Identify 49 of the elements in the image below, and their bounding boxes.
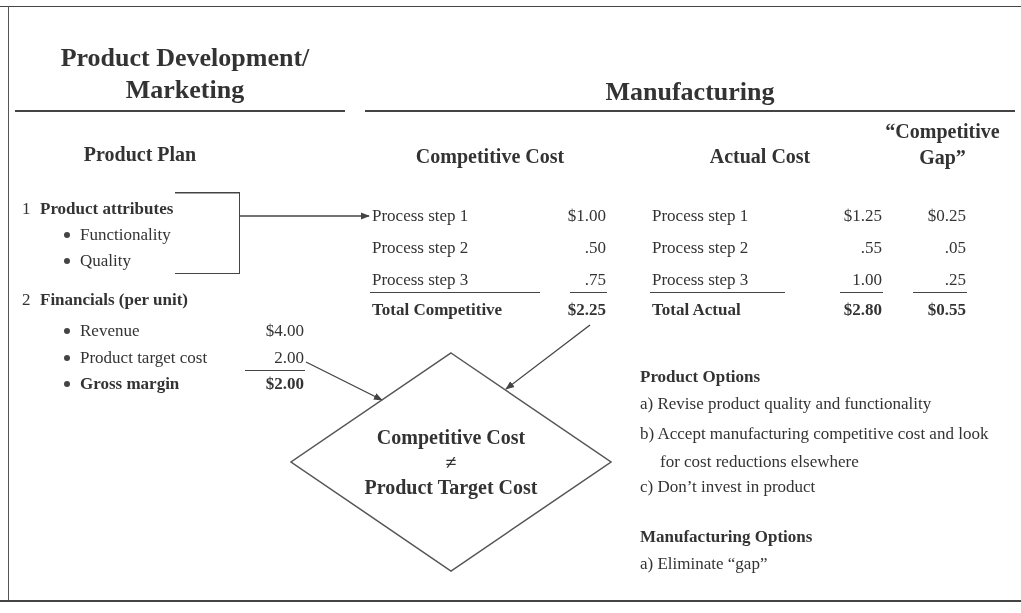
amount: $2.00 bbox=[264, 373, 304, 395]
row-label: Process step 1 bbox=[372, 205, 470, 227]
row-label: Process step 1 bbox=[652, 205, 750, 227]
list-item: Gross margin bbox=[80, 373, 181, 395]
arrow bbox=[305, 361, 383, 401]
column-heading: Actual Cost bbox=[708, 144, 812, 169]
amount: 2.00 bbox=[273, 347, 304, 369]
section-heading: Manufacturing Options bbox=[640, 526, 814, 548]
row-label: Process step 2 bbox=[652, 237, 750, 259]
arrow bbox=[239, 212, 370, 220]
cost-value: $1.25 bbox=[842, 205, 882, 227]
total-value: $0.55 bbox=[926, 299, 966, 321]
row-label: Process step 3 bbox=[372, 269, 470, 291]
cost-value: .75 bbox=[583, 269, 606, 291]
total-label: Total Actual bbox=[652, 299, 742, 321]
row-label: Process step 3 bbox=[652, 269, 750, 291]
section-heading: Financials (per unit) bbox=[40, 289, 189, 311]
diamond-text: Product Target Cost bbox=[363, 475, 539, 500]
cost-value: $1.00 bbox=[566, 205, 606, 227]
option-text: a) Eliminate “gap” bbox=[640, 553, 769, 575]
total-value: $2.80 bbox=[842, 299, 882, 321]
not-equal-sign: ≠ bbox=[444, 450, 458, 475]
gap-value: .05 bbox=[943, 237, 966, 259]
gap-value: .25 bbox=[943, 269, 966, 291]
diamond-text: Competitive Cost bbox=[375, 425, 527, 450]
column-heading: Competitive Cost bbox=[414, 144, 566, 169]
list-item: Product target cost bbox=[80, 347, 209, 369]
cost-value: .55 bbox=[859, 237, 882, 259]
gap-value: $0.25 bbox=[926, 205, 966, 227]
amount: $4.00 bbox=[264, 320, 304, 342]
total-value: $2.25 bbox=[566, 299, 606, 321]
arrow bbox=[505, 324, 591, 390]
heading: Manufacturing bbox=[604, 76, 776, 108]
option-text: a) Revise product quality and functionality bbox=[640, 393, 933, 415]
list-item: Quality bbox=[80, 250, 132, 272]
heading: Product Development/ Marketing bbox=[59, 42, 311, 106]
row-label: Process step 2 bbox=[372, 237, 470, 259]
cost-value: .50 bbox=[583, 237, 606, 259]
option-text: c) Don’t invest in product bbox=[640, 476, 817, 498]
item-number: 1 bbox=[22, 198, 32, 220]
column-heading: “Competitive Gap” bbox=[884, 119, 1001, 170]
section-heading: Product attributes bbox=[40, 198, 175, 220]
cost-value: 1.00 bbox=[851, 269, 882, 291]
list-item: Functionality bbox=[80, 224, 172, 246]
item-number: 2 bbox=[22, 289, 32, 311]
section-heading: Product Options bbox=[640, 366, 762, 388]
column-heading: Product Plan bbox=[82, 142, 198, 167]
list-item: Revenue bbox=[80, 320, 141, 342]
total-label: Total Competitive bbox=[372, 299, 504, 321]
